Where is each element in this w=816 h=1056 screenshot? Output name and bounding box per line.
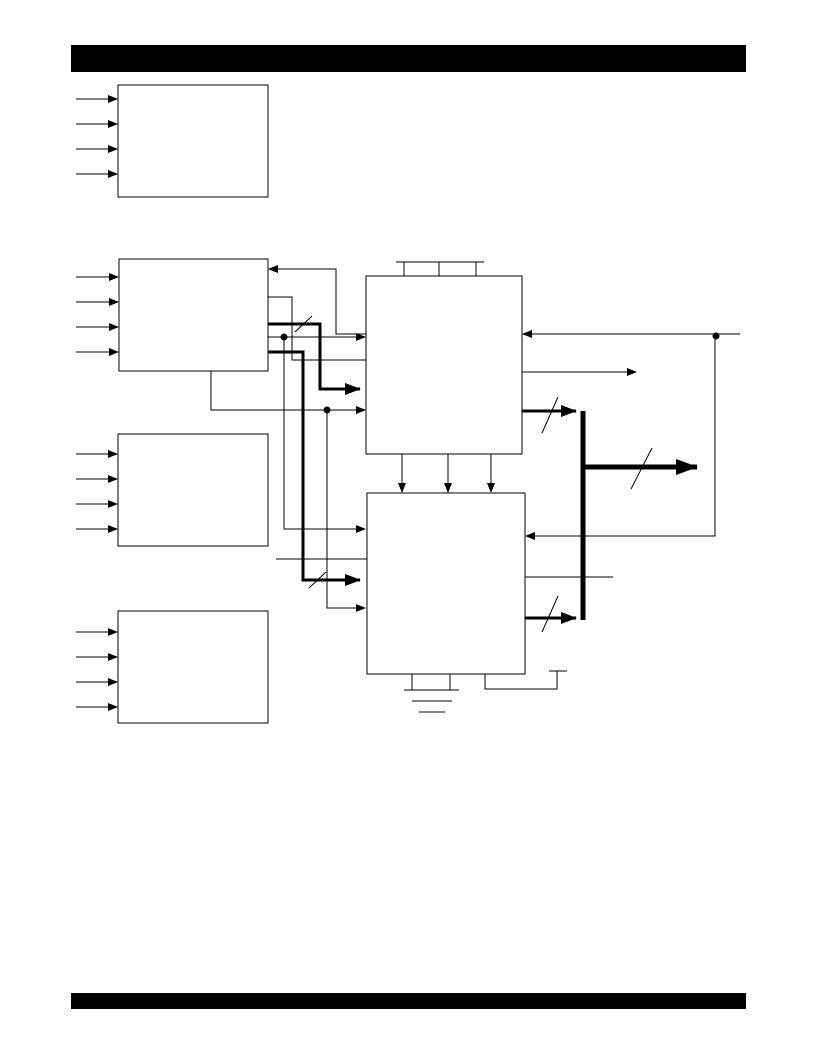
block-5 [365,261,523,455]
bus-b2-b5-slash [294,315,313,333]
block-1 [76,84,269,198]
block-6 [366,492,567,713]
feedback-b5-to-b2 [268,265,366,335]
right-input-b6 [525,336,716,540]
bus-b2-b6 [268,350,361,586]
junction-dot-3 [712,332,720,340]
bus-b2-b5 [268,322,361,395]
block-6-bottom-right-pin [484,671,558,690]
main-output-bus-slash [630,447,653,490]
block-2 [76,258,269,372]
bus-b5-out-slash [541,396,559,434]
block-3 [76,433,269,547]
block-4 [76,610,269,724]
link-junction1-b6 [283,337,366,533]
footer-bar [71,993,746,1009]
header-bar [71,45,746,72]
link-junction2-b6 [326,410,366,612]
link-b2-b5-thin [268,296,366,361]
link-b2-bottom-b5 [210,371,366,414]
bus-b2-b6-slash [308,571,327,589]
bus-b6-out-slash [541,595,559,633]
